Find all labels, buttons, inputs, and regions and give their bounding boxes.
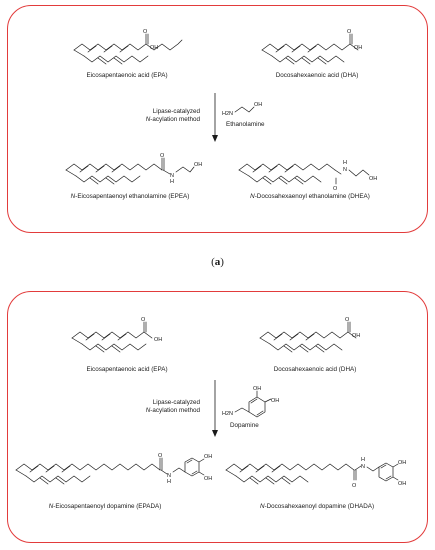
atom-n: N	[170, 173, 174, 179]
epea-structure: O N H OH	[62, 150, 202, 192]
atom-o: O	[141, 317, 146, 323]
atom-o: O	[143, 29, 148, 35]
atom-o: O	[347, 29, 352, 35]
atom-o: O	[158, 453, 163, 459]
atom-n: N	[167, 473, 171, 479]
dopamine-structure: H2N OH OH	[222, 382, 282, 422]
epa-structure-b: O OH	[68, 317, 188, 360]
atom-oh: OH	[253, 386, 261, 392]
reagent-ethanolamine-label: Ethanolamine	[226, 121, 265, 128]
atom-oh: OH	[354, 45, 362, 51]
reactant-epa-label-a: Eicosapentaenoic acid (EPA)	[86, 72, 168, 79]
atom-o: O	[352, 483, 357, 489]
atom-o: O	[345, 317, 350, 323]
atom-oh: OH	[398, 481, 406, 487]
method-line2-a: N-acylation method	[145, 116, 200, 123]
atom-oh: OH	[150, 45, 158, 51]
atom-oh: OH	[194, 162, 202, 168]
epada-structure: O N H OH OH	[12, 440, 212, 500]
product-dhea-label: N-Docosahexaenoyl ethanolamine (DHEA)	[250, 193, 370, 200]
epa-structure: O OH	[70, 29, 190, 72]
product-epea-label: N-Eicosapentaenoyl ethanolamine (EPEA)	[70, 193, 190, 200]
atom-n: N	[343, 167, 347, 173]
method-line1-a: Lipase-catalyzed	[152, 108, 200, 115]
atom-h: H	[343, 160, 347, 166]
atom-h: H	[170, 179, 174, 185]
panel-a-frame	[7, 5, 428, 233]
panel-letter-a: (a)	[211, 256, 224, 268]
atom-oh: OH	[254, 102, 262, 108]
product-dhada-label: N-Docosahexaenoyl dopamine (DHADA)	[259, 503, 375, 510]
panel-b-frame	[7, 291, 428, 543]
reactant-dha-label-b: Docosahexaenoic acid (DHA)	[273, 366, 357, 373]
method-line2-b: N-acylation method	[145, 407, 200, 414]
dhea-structure: O H N OH	[235, 150, 385, 192]
dhada-structure: O H N OH OH	[222, 440, 417, 500]
reaction-arrow-a	[210, 93, 220, 143]
atom-n: N	[361, 464, 365, 470]
reaction-arrow-b	[210, 380, 220, 438]
atom-oh: OH	[154, 337, 162, 343]
ethanolamine-structure: H2N OH	[222, 100, 262, 120]
atom-h: H	[361, 457, 365, 463]
reagent-dopamine-label: Dopamine	[230, 422, 259, 429]
atom-h2n: H2N	[222, 411, 233, 417]
product-epada-label: N-Eicosapentaenoyl dopamine (EPADA)	[48, 503, 162, 510]
reactant-epa-label-b: Eicosapentaenoic acid (EPA)	[86, 366, 168, 373]
atom-h2n: H2N	[222, 111, 233, 117]
atom-h: H	[167, 479, 171, 485]
atom-oh: OH	[204, 476, 212, 482]
method-line1-b: Lipase-catalyzed	[152, 399, 200, 406]
dha-structure: O OH	[258, 29, 378, 72]
atom-oh: OH	[398, 460, 406, 466]
atom-oh: OH	[352, 333, 360, 339]
atom-o: O	[160, 153, 165, 159]
atom-o: O	[333, 186, 338, 192]
dha-structure-b: O OH	[256, 317, 376, 360]
atom-oh: OH	[369, 176, 377, 182]
atom-oh: OH	[204, 454, 212, 460]
reactant-dha-label-a: Docosahexaenoic acid (DHA)	[275, 72, 359, 79]
atom-oh: OH	[271, 398, 279, 404]
